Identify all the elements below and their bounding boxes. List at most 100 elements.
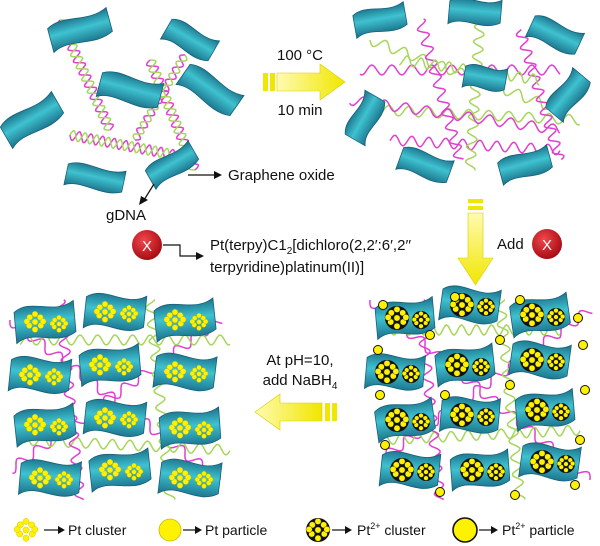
pt2-particle <box>378 300 388 310</box>
pt2-cluster <box>444 353 470 377</box>
graphene-oxide-label: Graphene oxide <box>228 167 335 184</box>
pt2-cluster <box>449 293 475 317</box>
pt-particle-legend-icon <box>158 518 182 542</box>
legend: Pt cluster Pt particle Pt2+ cluster Pt2+… <box>13 517 575 543</box>
graphene-oxide-sheet <box>47 6 113 54</box>
pt2-particle <box>440 390 450 400</box>
pt2-particle-legend-label: Pt2+ particle <box>502 521 575 538</box>
gdna-strand <box>379 104 580 126</box>
graphene-oxide-sheet <box>461 64 509 92</box>
pt2-cluster <box>551 403 571 421</box>
pt2-cluster <box>546 308 566 326</box>
graphene-oxide-sheet <box>0 90 65 150</box>
time-label: 10 min <box>277 102 322 119</box>
pt-cluster-legend-icon <box>13 518 39 542</box>
pt2-cluster <box>459 458 485 482</box>
gdna-strand <box>416 18 464 160</box>
pt-cluster <box>114 358 134 376</box>
pt2-cluster <box>384 408 410 432</box>
pt2-cluster <box>411 311 431 329</box>
graphene-oxide-sheet <box>175 63 245 117</box>
pt-cluster <box>119 305 139 323</box>
pt-cluster <box>18 364 42 386</box>
pt2-cluster <box>486 463 506 481</box>
temperature-label: 100 °C <box>277 47 323 64</box>
pt2-cluster-legend-icon <box>305 518 331 542</box>
gdna-pointer <box>139 183 155 205</box>
graphene-oxide-sheet <box>497 143 553 187</box>
pt2-particle <box>373 345 383 355</box>
pt-cluster <box>93 407 117 429</box>
pt-cluster <box>49 418 69 436</box>
x-add-symbol-text: X <box>542 237 552 254</box>
pt-cluster <box>23 311 47 333</box>
pt-cluster <box>44 368 64 386</box>
gdna-strand <box>515 29 565 161</box>
panel-gdna-graphene-oxide <box>0 6 245 194</box>
pt2-particle <box>495 335 505 345</box>
pt2-particle <box>570 480 580 490</box>
ph-label: At pH=10, <box>266 352 333 369</box>
gdna-strand <box>464 19 486 171</box>
pt-cluster <box>194 421 214 439</box>
pt2-cluster <box>305 518 331 542</box>
pt-cluster <box>194 471 214 489</box>
compound-name-line2: terpyridine)platinum(II)] <box>210 259 364 276</box>
graphene-oxide-sheet <box>545 66 591 124</box>
nabh4-label: add NaBH4 <box>263 372 338 392</box>
pt2-cluster <box>519 348 545 372</box>
pt-cluster <box>168 467 192 489</box>
pt2-particle <box>580 385 590 395</box>
pt-cluster <box>54 471 74 489</box>
graphene-oxide-sheet <box>144 139 200 191</box>
x-symbol-text: X <box>142 238 152 255</box>
pt2-particle <box>425 330 435 340</box>
compound-pointer <box>163 244 204 260</box>
gdna-strand <box>348 96 561 134</box>
pt2-particle <box>575 435 585 445</box>
gdna-strand <box>379 324 561 336</box>
pt-cluster <box>168 417 192 439</box>
pt2-particle <box>510 490 520 500</box>
pt-cluster <box>124 463 144 481</box>
pt2-cluster-legend-label: Pt2+ cluster <box>357 521 426 538</box>
pt2-particle <box>450 292 460 302</box>
pt-cluster <box>13 518 39 542</box>
pt2-particle <box>515 295 525 305</box>
graphene-oxide-sheet <box>344 89 386 147</box>
gdna-strand <box>19 434 231 456</box>
pt-cluster <box>163 309 187 331</box>
pt-cluster <box>49 315 69 333</box>
heat-arrow <box>263 63 346 101</box>
pt2-particle <box>573 313 583 323</box>
pt-cluster <box>23 414 47 436</box>
pt-cluster-legend-label: Pt cluster <box>68 522 127 538</box>
pt-particle-legend-label: Pt particle <box>205 522 267 538</box>
gdna-strand <box>382 309 593 465</box>
pt2-cluster <box>411 413 431 431</box>
x-add-symbol: X <box>532 229 562 259</box>
reduce-arrow <box>254 393 337 431</box>
pt2-particle <box>380 440 390 450</box>
panel-pt2-loaded <box>363 285 593 501</box>
pt2-cluster <box>471 358 491 376</box>
graphene-oxide-sheet <box>159 18 221 62</box>
pt-cluster <box>189 365 209 383</box>
gdna-strand <box>69 129 176 161</box>
pt-cluster <box>163 361 187 383</box>
pt2-cluster <box>556 455 576 473</box>
pt-cluster <box>119 411 139 429</box>
gdna-strand <box>9 319 221 481</box>
graphene-oxide-sheet <box>395 146 455 183</box>
pt2-cluster <box>524 398 550 422</box>
pt-cluster <box>28 467 52 489</box>
pt2-particle <box>375 390 385 400</box>
gdna-strand <box>359 64 561 76</box>
graphene-oxide-sheet <box>95 71 165 109</box>
add-label: Add <box>497 236 524 253</box>
graphene-oxide-sheet <box>63 162 127 194</box>
gdna-label: gDNA <box>106 207 146 224</box>
add-arrow <box>457 199 494 286</box>
pt2-particle <box>435 487 445 497</box>
